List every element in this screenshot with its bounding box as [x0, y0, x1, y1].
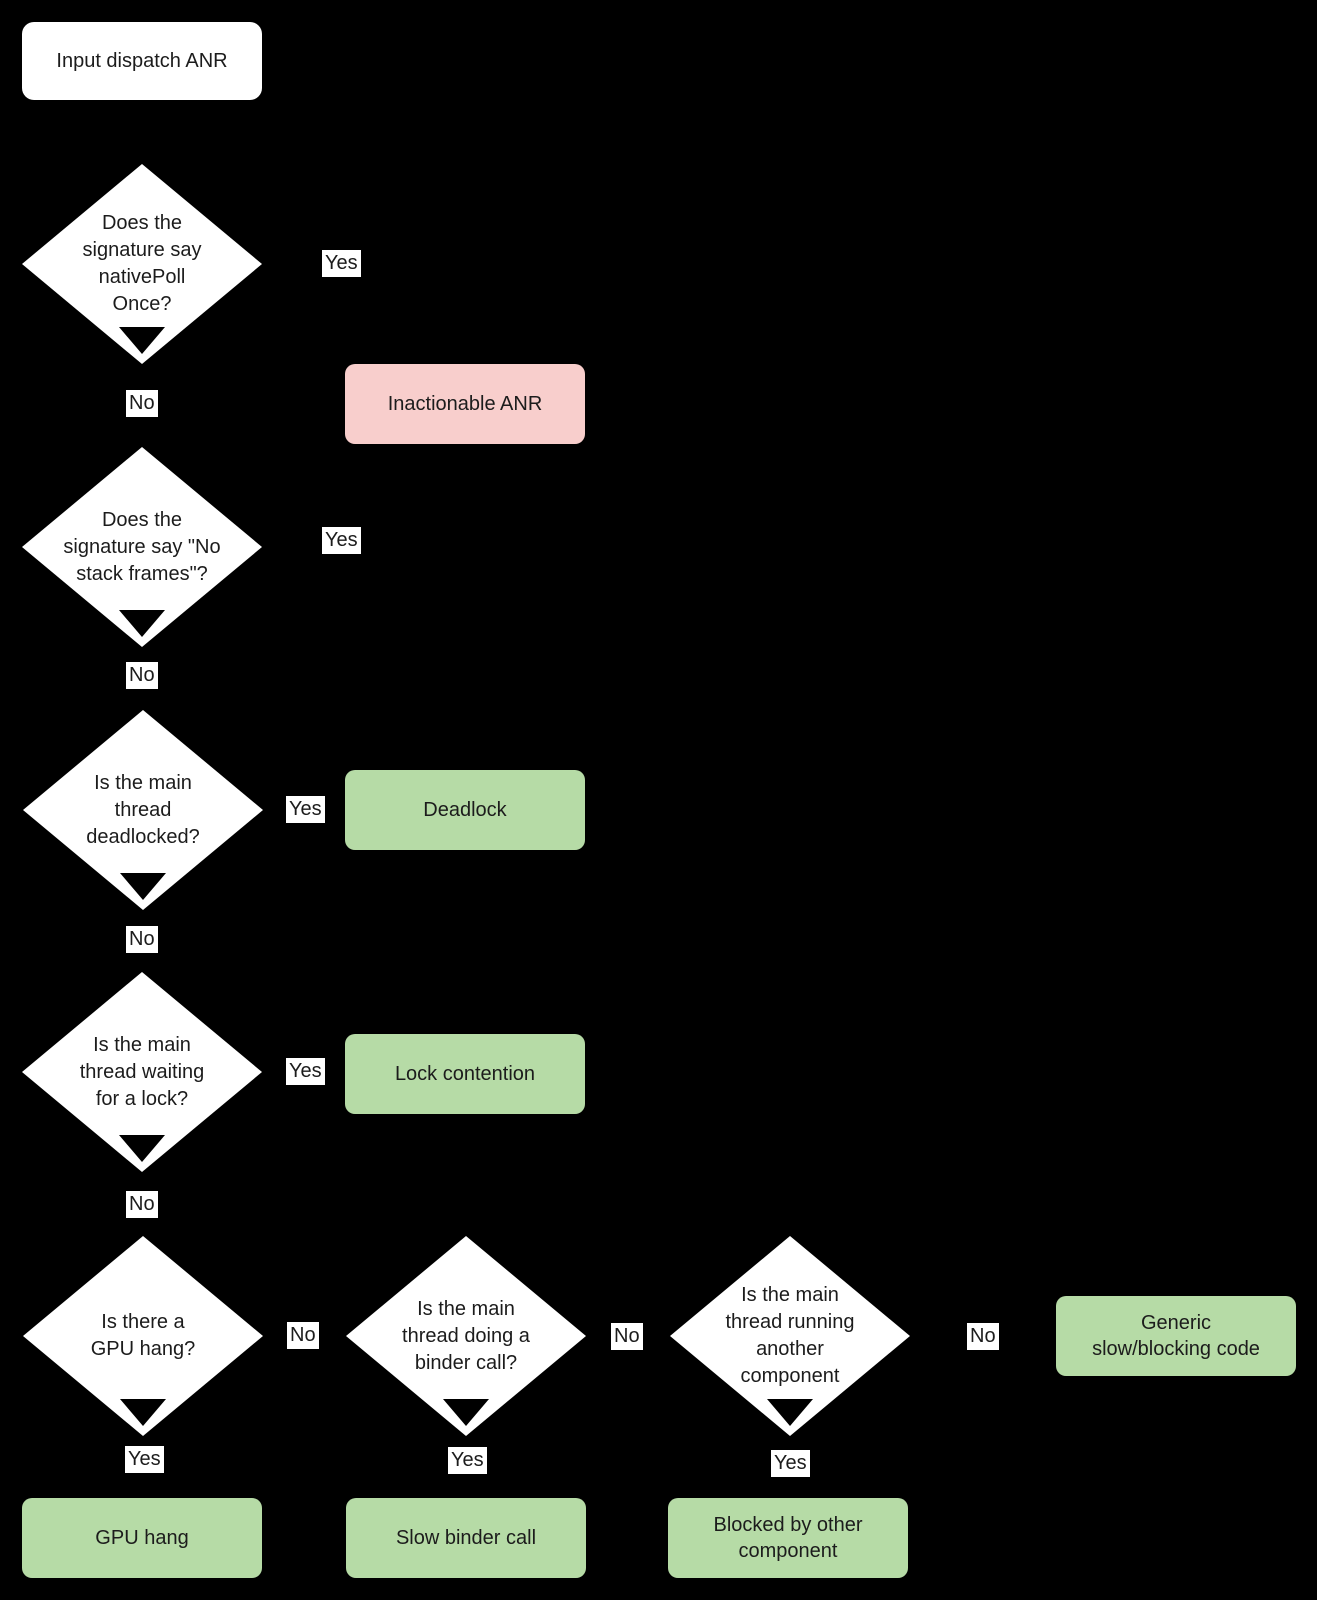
- decision-text: Is the main thread doing a binder call?: [402, 1297, 530, 1374]
- edge-label-no: No: [126, 926, 158, 953]
- arrowhead-icon: [443, 1399, 489, 1426]
- edge-label-yes: Yes: [286, 796, 325, 823]
- decision-text: Does the signature say "No stack frames"…: [63, 508, 221, 585]
- arrowhead-icon: [767, 1399, 813, 1426]
- decision-no-stack-frames: Does the signature say "No stack frames"…: [22, 447, 262, 647]
- decision-text: Is the main thread deadlocked?: [86, 771, 200, 848]
- edge-label-yes: Yes: [125, 1446, 164, 1473]
- diamond-shape: [22, 164, 262, 364]
- outcome-inactionable-anr: Inactionable ANR: [345, 364, 585, 444]
- edge-label-yes: Yes: [322, 250, 361, 277]
- outcome-lock-contention: Lock contention: [345, 1034, 585, 1114]
- decision-binder-call: Is the main thread doing a binder call?: [346, 1236, 586, 1436]
- arrowhead-icon: [119, 327, 165, 354]
- diamond-shape: [22, 972, 262, 1172]
- decision-main-thread-deadlocked: Is the main thread deadlocked?: [23, 710, 263, 910]
- start-node-input-dispatch-anr: Input dispatch ANR: [22, 22, 262, 100]
- edge-label-yes: Yes: [448, 1447, 487, 1474]
- diamond-shape: [22, 447, 262, 647]
- arrowhead-icon: [120, 873, 166, 900]
- edge-label-no: No: [126, 662, 158, 689]
- outcome-gpu-hang: GPU hang: [22, 1498, 262, 1578]
- outcome-deadlock: Deadlock: [345, 770, 585, 850]
- edge-label-no: No: [611, 1323, 643, 1350]
- decision-native-poll-once: Does the signature say nativePoll Once?: [22, 164, 262, 364]
- edge-label-no: No: [967, 1323, 999, 1350]
- edge-label-yes: Yes: [286, 1058, 325, 1085]
- diamond-shape: [23, 1236, 263, 1436]
- decision-text: Is the main thread waiting for a lock?: [79, 1033, 205, 1110]
- decision-text: Is the main thread running another compo…: [725, 1284, 855, 1387]
- decision-main-thread-waiting-lock: Is the main thread waiting for a lock?: [22, 972, 262, 1172]
- outcome-slow-binder-call: Slow binder call: [346, 1498, 586, 1578]
- decision-gpu-hang: Is there a GPU hang?: [23, 1236, 263, 1436]
- edge-label-no: No: [126, 1191, 158, 1218]
- edge-label-no: No: [287, 1322, 319, 1349]
- diamond-shape: [23, 710, 263, 910]
- decision-text: Does the signature say nativePoll Once?: [82, 212, 202, 315]
- arrowhead-icon: [119, 1135, 165, 1162]
- outcome-blocked-by-other-component: Blocked by other component: [668, 1498, 908, 1578]
- diamond-shape: [670, 1236, 910, 1436]
- outcome-generic-slow-blocking-code: Generic slow/blocking code: [1056, 1296, 1296, 1376]
- arrowhead-icon: [120, 1399, 166, 1426]
- decision-text: Is there a GPU hang?: [90, 1311, 196, 1360]
- edge-label-yes: Yes: [771, 1450, 810, 1477]
- diamond-shape: [346, 1236, 586, 1436]
- decision-running-other-component: Is the main thread running another compo…: [670, 1236, 910, 1436]
- edge-label-no: No: [126, 390, 158, 417]
- edge-label-yes: Yes: [322, 527, 361, 554]
- arrowhead-icon: [119, 610, 165, 637]
